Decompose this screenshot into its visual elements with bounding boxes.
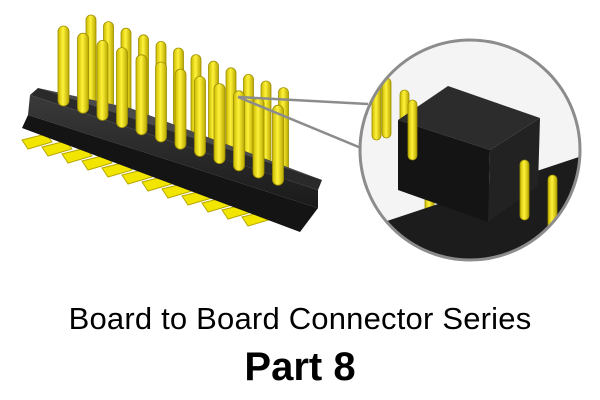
pin	[213, 83, 226, 164]
pin	[155, 61, 167, 143]
pin-shaft	[194, 76, 206, 157]
pin-shaft	[174, 68, 187, 150]
pin	[174, 68, 187, 150]
zoom-inset	[358, 38, 582, 262]
front-row-pins	[57, 25, 284, 186]
pin-shaft	[155, 61, 167, 143]
pin-shaft	[577, 177, 580, 249]
pin-shaft	[272, 104, 284, 186]
pin	[96, 40, 109, 121]
pin-shaft	[519, 159, 530, 221]
smt-foot	[21, 133, 53, 150]
pin-shaft	[371, 69, 382, 141]
pin	[407, 99, 418, 161]
pin	[252, 97, 265, 179]
pin	[371, 69, 382, 141]
female-socket	[398, 86, 540, 222]
zoom-pointer-lines	[237, 95, 379, 157]
pin-shaft	[213, 83, 226, 164]
pin-shaft	[116, 47, 128, 128]
subtitle: Board to Board Connector Series	[68, 301, 532, 336]
pin	[135, 54, 148, 136]
pin	[233, 90, 245, 172]
title: Part 8	[244, 345, 356, 389]
pin	[381, 77, 392, 139]
pin	[57, 25, 70, 107]
smt-foot	[61, 147, 93, 164]
pin-shaft	[96, 40, 109, 121]
smt-foot	[41, 140, 73, 157]
pin	[116, 47, 128, 128]
pin-shaft	[233, 90, 245, 172]
pin-shaft	[407, 99, 418, 161]
pin-shaft	[252, 97, 265, 179]
connector-illustration	[21, 14, 582, 262]
pin	[194, 76, 206, 157]
pin-shaft	[57, 25, 70, 107]
inset-ring	[358, 38, 582, 262]
pin	[77, 32, 89, 114]
pin-shaft	[77, 32, 89, 114]
pin-shaft	[381, 77, 392, 139]
pin	[272, 104, 284, 186]
pin-shaft	[135, 54, 148, 136]
pin	[577, 177, 580, 249]
pin-header	[21, 14, 322, 232]
pin	[519, 159, 530, 221]
